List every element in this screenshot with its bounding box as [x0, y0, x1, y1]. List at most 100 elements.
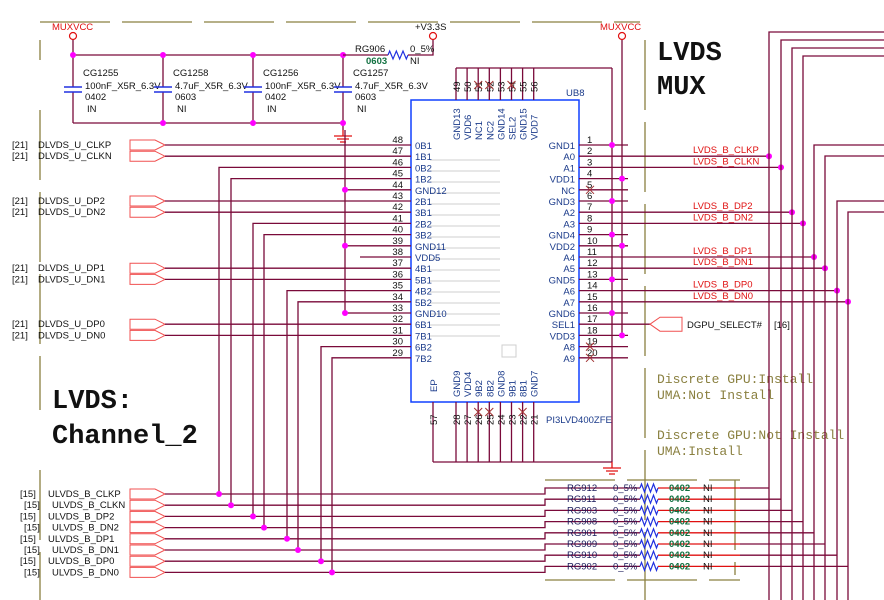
channel-title: Channel_2: [52, 422, 198, 452]
sheet-ref: [15]: [20, 489, 36, 500]
pin-name: A9: [563, 354, 575, 365]
pin-name: NC2: [485, 121, 496, 140]
resistor-install: NI: [703, 505, 713, 516]
muxvcc-label: MUXVCC: [52, 22, 93, 33]
off-page-connector-icon: [129, 522, 167, 534]
gnd-rail: [73, 122, 344, 130]
pin-number: 2: [587, 146, 592, 157]
resistor-install: NI: [703, 561, 713, 572]
pin-name: 9B2: [474, 380, 485, 397]
resistor-ref: RG903: [567, 505, 597, 516]
resistor-value: 0_5%: [613, 539, 638, 550]
no-connect-icon: [484, 407, 494, 417]
pin-name: 3B1: [415, 208, 432, 219]
net-wire: [813, 144, 884, 600]
resistor-install: NI: [703, 539, 713, 550]
net-wire: [286, 289, 360, 539]
junction-dot: [329, 569, 335, 576]
pin-number: 40: [392, 225, 403, 236]
pin-number: 7: [587, 202, 592, 213]
net-wire: [165, 565, 640, 574]
junction-dot: [160, 52, 166, 58]
pin-name: 6B1: [415, 320, 432, 331]
resistor-icon: [387, 49, 409, 61]
net-wire: [252, 222, 360, 517]
resistor-value: 0_5%: [613, 505, 638, 516]
pin-number: 33: [392, 303, 403, 314]
sheet-ref: [16]: [774, 320, 790, 331]
net-label: LVDS_B_CLKP: [693, 145, 759, 156]
no-connect-icon: [585, 353, 595, 363]
resistor-package: 0402: [669, 539, 690, 550]
pin-number: 50: [463, 81, 474, 92]
junction-dot: [318, 558, 324, 565]
frame-border: [545, 479, 740, 581]
resistor-install: NI: [703, 483, 713, 494]
no-connect-icon: [484, 80, 494, 90]
net-label: DGPU_SELECT#: [687, 320, 763, 331]
pin-name: A4: [563, 253, 575, 264]
sheet-ref: [15]: [24, 545, 40, 556]
pin-number: 46: [392, 157, 403, 168]
capacitor-ref: CG1258: [173, 68, 208, 79]
net-wire: [331, 357, 360, 573]
net-label: DLVDS_U_DP2: [38, 196, 105, 207]
pin-number: 10: [587, 236, 598, 247]
pin-name: 4B2: [415, 287, 432, 298]
pin-name: 7B2: [415, 354, 432, 365]
net-label: ULVDS_B_CLKP: [48, 489, 121, 500]
resistor-value: 0_5%: [613, 494, 638, 505]
pin-number: 31: [392, 325, 403, 336]
pin-name: 3B2: [415, 231, 432, 242]
resistor-install: NI: [703, 550, 713, 561]
net-wire: [165, 520, 640, 529]
pin-name: GND3: [549, 197, 575, 208]
pin-number: 11: [587, 247, 597, 258]
resistor-value: 0_5%: [410, 44, 435, 55]
resistor-ref: RG911: [567, 494, 596, 505]
pin-number: 15: [587, 292, 598, 303]
ground-icon: [334, 130, 352, 143]
resistor-install: NI: [703, 528, 713, 539]
capacitor-value: 4.7uF_X5R_6.3V: [175, 81, 249, 92]
sheet-ref: [15]: [24, 567, 40, 578]
pin-name: SEL2: [508, 117, 519, 140]
pin-number: 5: [587, 180, 592, 191]
off-page-connector-icon: [129, 195, 167, 207]
pin-name: GND11: [415, 242, 446, 253]
net-label: LVDS_B_DP2: [693, 201, 753, 212]
pin-name: SEL1: [552, 320, 575, 331]
pin-number: 21: [530, 414, 541, 425]
section-title: LVDS: [657, 39, 722, 69]
pin-number: 47: [392, 146, 403, 157]
v33-wire: [408, 40, 434, 56]
sheet-ref: [21]: [12, 274, 28, 285]
off-page-connector-icon: [129, 206, 167, 218]
sheet-ref: [21]: [12, 319, 28, 330]
net-label: ULVDS_B_DP1: [48, 534, 114, 545]
net-label: DLVDS_U_DN0: [38, 330, 105, 341]
net-wire: [802, 55, 884, 600]
junction-dot: [295, 547, 301, 553]
pin-name: 1B1: [415, 152, 432, 163]
junction-dot: [619, 242, 625, 249]
pin-name: 2B2: [415, 219, 432, 230]
pin-name: 0B2: [415, 163, 432, 174]
pin-number: 36: [392, 269, 403, 280]
pin-number: 57: [429, 414, 440, 425]
pin-number: 38: [392, 247, 403, 258]
capacitor-install: NI: [357, 104, 367, 115]
capacitor-ref: CG1255: [83, 68, 118, 79]
pin-number: 28: [452, 414, 463, 425]
resistor-package: 0402: [669, 517, 690, 528]
pin-number: 24: [496, 414, 507, 425]
net-label: ULVDS_B_DN0: [52, 567, 119, 578]
junction-dot: [250, 513, 256, 520]
resistor-icon: [639, 504, 659, 517]
resistor-package: 0402: [669, 494, 690, 505]
net-wire: [297, 301, 360, 550]
pin-name: GND6: [549, 309, 575, 320]
net-wire: [165, 543, 640, 551]
pin-number: 9: [587, 225, 592, 236]
